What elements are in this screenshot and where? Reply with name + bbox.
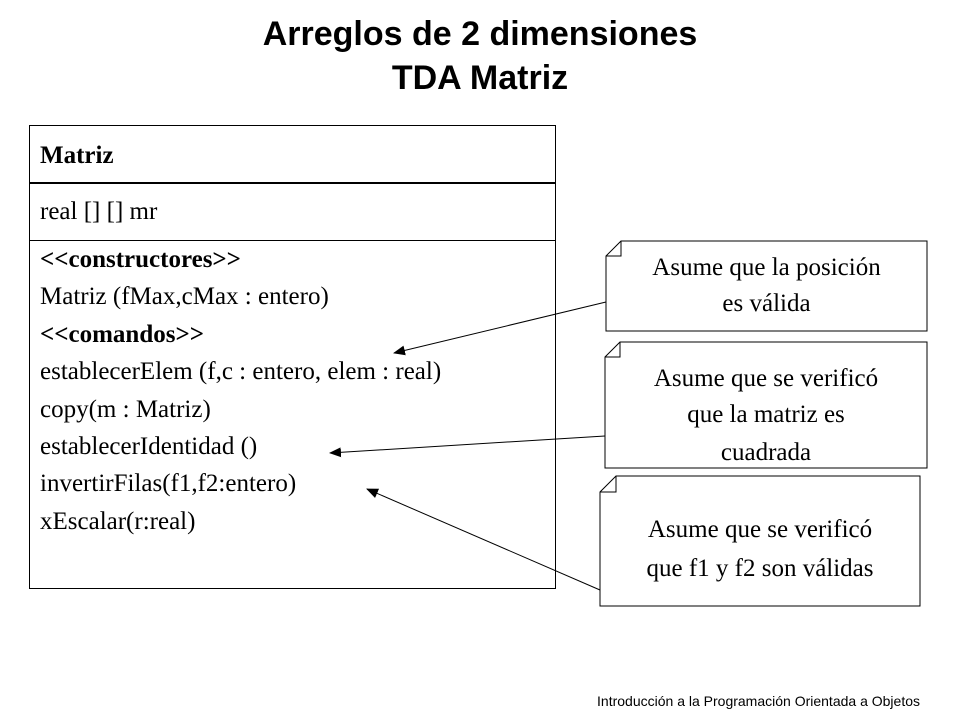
note-2-line-1: Asume que se verificó: [653, 365, 879, 392]
note-2: Asume que se verificó que la matriz es c…: [605, 342, 927, 468]
operation-copy: copy(m : Matriz): [40, 395, 211, 423]
uml-class-box: Matriz real [] [] mr <<constructores>> M…: [29, 125, 556, 589]
stereotype-comandos: <<comandos>>: [40, 320, 204, 348]
operation-establecer-elem: establecerElem (f,c : entero, elem : rea…: [40, 358, 442, 386]
note-1: Asume que la posición es válida: [606, 241, 927, 331]
operation-x-escalar: xEscalar(r:real): [40, 507, 196, 535]
uml-attribute: real [] [] mr: [30, 184, 555, 241]
stereotype-constructores: <<constructores>>: [40, 246, 241, 273]
uml-operations: <<constructores>> Matriz (fMax,cMax : en…: [30, 241, 555, 540]
note-3-line-1: Asume que se verificó: [647, 516, 873, 543]
title-line-1: Arreglos de 2 dimensiones: [262, 15, 698, 53]
operation-invertir-filas: invertirFilas(f1,f2:entero): [40, 470, 297, 498]
note-3: Asume que se verificó que f1 y f2 son vá…: [600, 476, 920, 606]
operation-establecer-identidad: establecerIdentidad (): [40, 433, 258, 461]
note-3-line-2: que f1 y f2 son válidas: [646, 555, 874, 582]
note-2-line-3: cuadrada: [720, 439, 812, 466]
footer-course-name: Introducción a la Programación Orientada…: [597, 693, 920, 709]
note-1-line-2: es válida: [722, 290, 811, 317]
operation-matriz-constructor: Matriz (fMax,cMax : entero): [40, 283, 329, 311]
uml-class-name: Matriz: [30, 126, 555, 184]
note-2-line-2: que la matriz es: [687, 401, 845, 428]
note-1-line-1: Asume que la posición: [652, 254, 881, 281]
title-line-2: TDA Matriz: [391, 59, 569, 97]
